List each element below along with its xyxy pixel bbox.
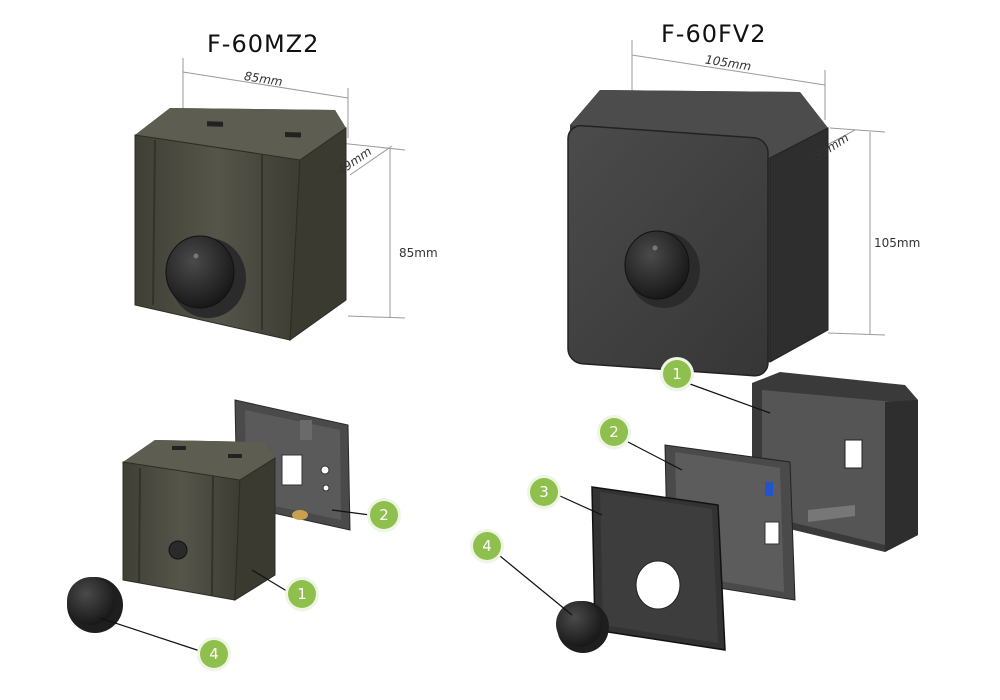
mz2-assembled-unit — [134, 108, 347, 342]
callout-badge-mz2-4: 4 — [200, 640, 228, 668]
callout-badge-mz2-1: 1 — [288, 580, 316, 608]
callout-badge-fv2-1: 1 — [663, 360, 691, 388]
model-title-fv2: F-60FV2 — [661, 20, 767, 48]
mz2-cover — [122, 440, 276, 601]
model-title-mz2: F-60MZ2 — [207, 30, 320, 58]
fv2-front-cover — [591, 486, 726, 651]
fv2-knob — [624, 230, 700, 308]
callout-badge-fv2-4: 4 — [473, 532, 501, 560]
fv2-assembled-unit — [567, 90, 829, 377]
callout-badge-fv2-3: 3 — [530, 478, 558, 506]
fv2-back-box — [752, 372, 918, 552]
callout-badge-mz2-2: 2 — [370, 501, 398, 529]
mz2-height-label: 85mm — [399, 246, 438, 260]
mz2-knob — [165, 235, 246, 318]
fv2-height-label: 105mm — [874, 236, 921, 250]
callout-badge-fv2-2: 2 — [600, 418, 628, 446]
fv2-leader-lines — [499, 383, 771, 616]
mz2-leader-lines — [99, 509, 371, 652]
mz2-loose-knob — [67, 577, 123, 633]
